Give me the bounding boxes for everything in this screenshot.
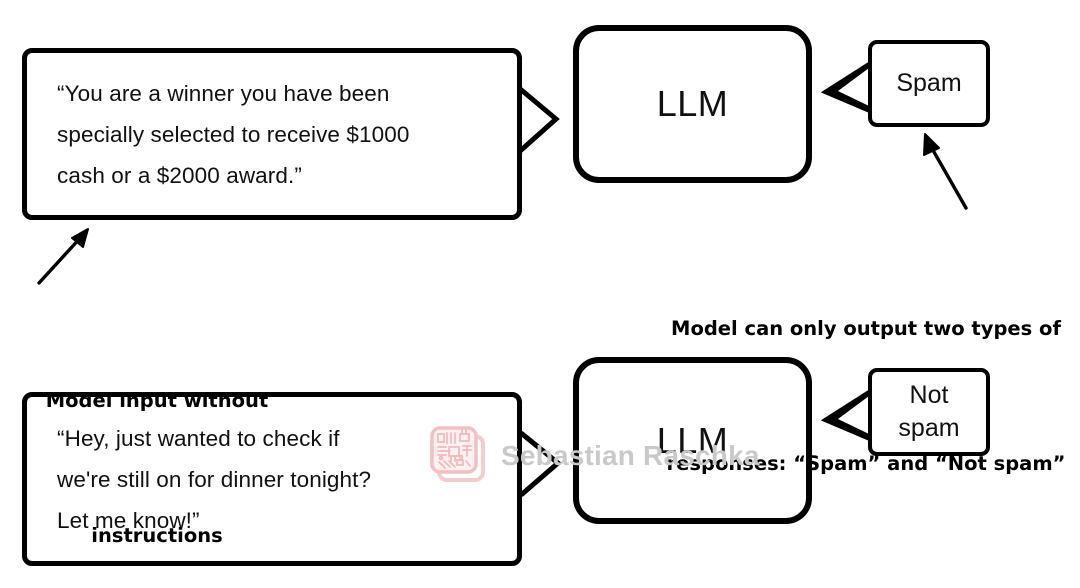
spam-example-bubble: “You are a winner you have been speciall… — [22, 48, 522, 220]
input-bubble-tail-bottom — [519, 431, 562, 497]
model-input-annotation-line-2: instructions — [91, 524, 223, 547]
right-annotation-arrow — [923, 133, 968, 210]
spam-output-bubble: Spam — [868, 40, 990, 127]
model-output-annotation-line-2: responses: “Spam” and “Not spam” — [666, 452, 1066, 475]
not-spam-output-line-2: spam — [898, 414, 960, 442]
left-annotation-arrow — [37, 228, 89, 285]
not-spam-bubble-tail-fill — [838, 396, 869, 434]
not-spam-example-line-2: we're still on for dinner tonight? — [57, 466, 372, 492]
llm-label-bottom: LLM — [656, 419, 729, 461]
llm-label-top: LLM — [656, 83, 729, 124]
not-spam-output-line-1: Not — [909, 381, 949, 409]
circuit-board-logo-icon — [430, 426, 485, 482]
not-spam-output-bubble: Not spam — [868, 368, 990, 456]
not-spam-example-bubble: “Hey, just wanted to check if we're stil… — [22, 392, 522, 566]
model-output-annotation: Model can only output two types of respo… — [666, 216, 1066, 576]
spam-output-label: Spam — [896, 69, 962, 97]
model-output-annotation-line-1: Model can only output two types of — [671, 317, 1061, 340]
not-spam-example-line-3: Let me know!” — [57, 507, 200, 533]
spam-example-line-1: “You are a winner you have been — [57, 80, 390, 106]
not-spam-example-line-1: “Hey, just wanted to check if — [57, 425, 340, 451]
llm-box-top: LLM — [573, 25, 812, 183]
llm-box-bottom: LLM — [573, 357, 812, 524]
watermark-text: Sebastian Raschka — [501, 440, 760, 471]
model-input-annotation-line-1: Model input without — [45, 389, 269, 412]
spam-example-line-3: cash or a $2000 award.” — [57, 162, 302, 188]
spam-example-line-2: specially selected to receive $1000 — [57, 121, 410, 147]
not-spam-output-label: Not spam — [898, 379, 959, 445]
spam-bubble-tail-fill — [838, 68, 869, 106]
watermark: Sebastian Raschka — [427, 424, 760, 488]
model-input-annotation: Model input without instructions — [22, 288, 292, 588]
input-bubble-tail-top — [517, 86, 560, 154]
